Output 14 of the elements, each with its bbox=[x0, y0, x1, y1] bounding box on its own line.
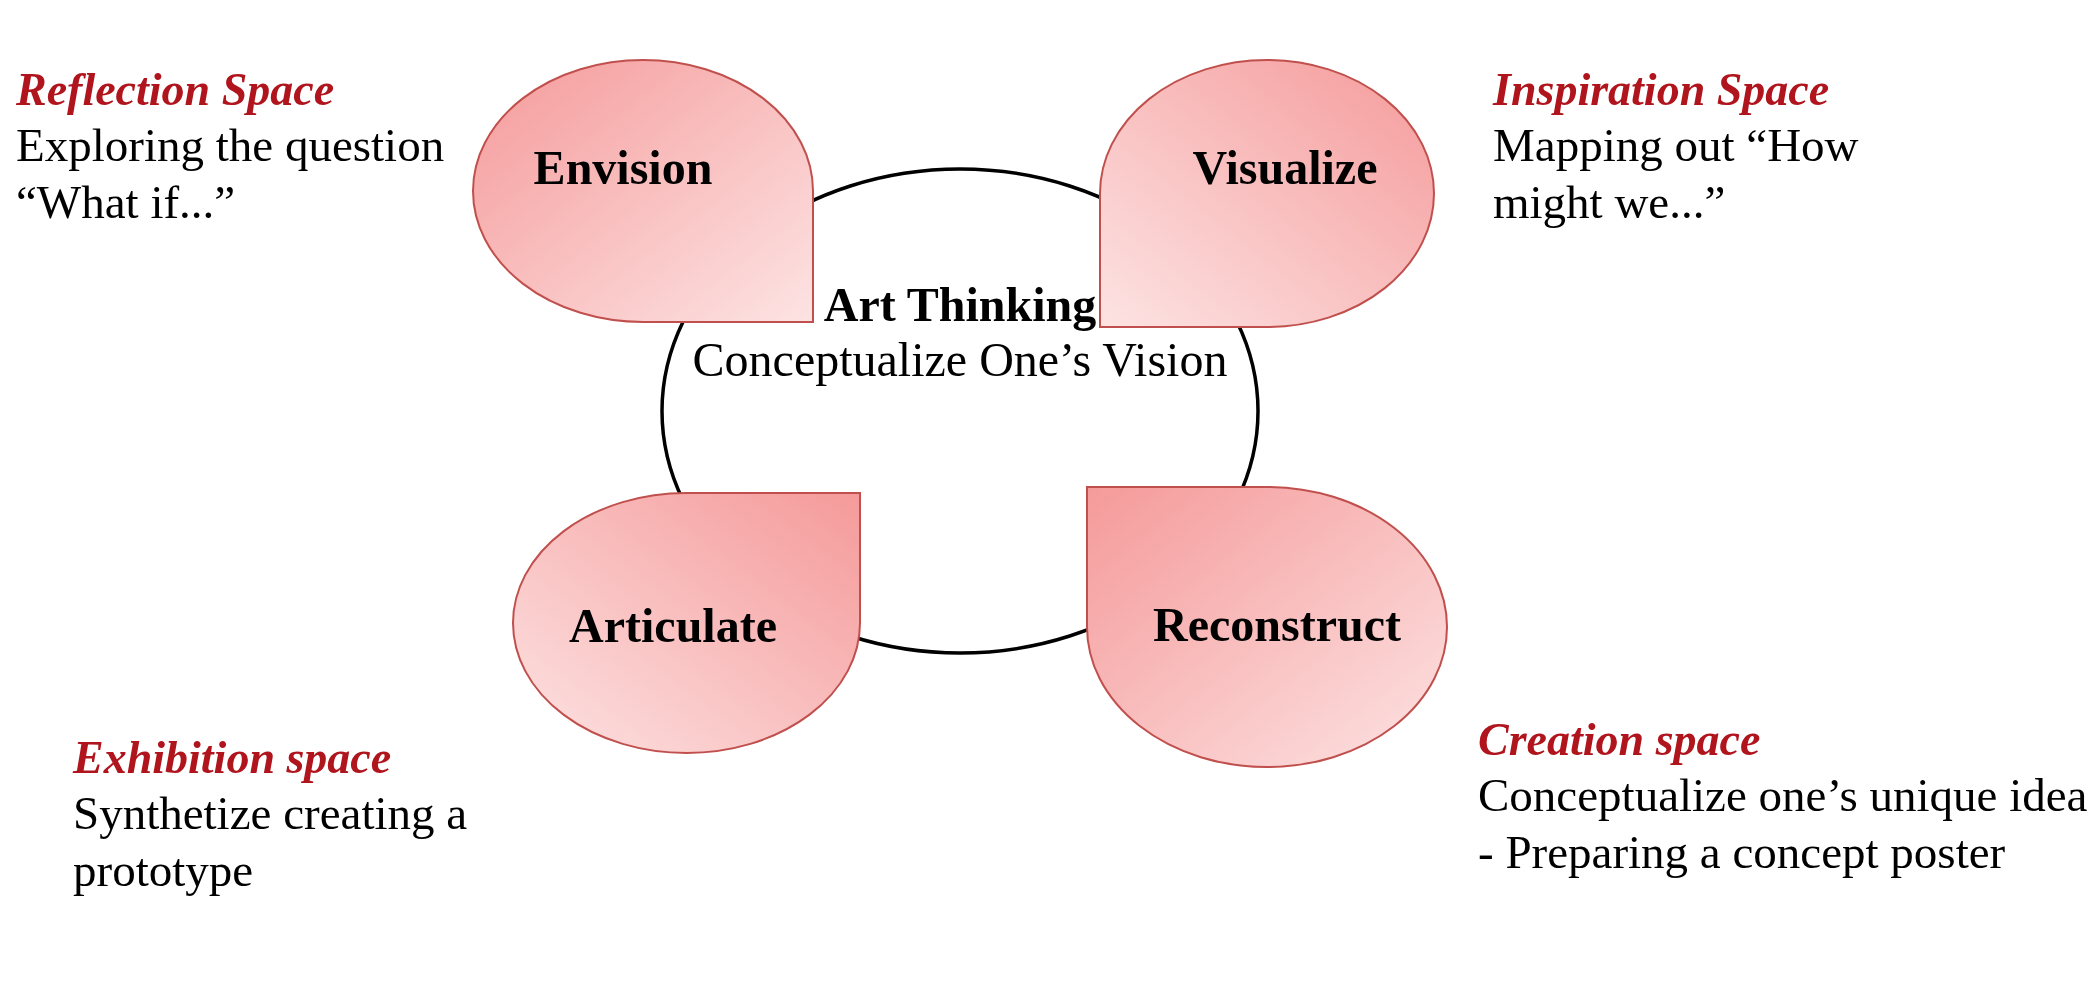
space-heading: Inspiration Space bbox=[1493, 63, 1831, 117]
stage-label: Envision bbox=[532, 140, 714, 196]
space-description: Synthetize creating a prototype bbox=[73, 786, 469, 898]
space-description: Mapping out “How might we...” bbox=[1493, 118, 1860, 230]
space-heading: Creation space bbox=[1478, 713, 1762, 767]
stage-label: Articulate bbox=[568, 598, 778, 654]
space-description: Conceptualize one’s unique idea - Preparing a concept poster bbox=[1478, 768, 2088, 880]
space-description: Exploring the question “What if...” bbox=[16, 118, 446, 230]
stage-label: Visualize bbox=[1191, 140, 1379, 196]
center-subtitle: Conceptualize One’s Vision bbox=[691, 332, 1229, 388]
center-title: Art Thinking bbox=[822, 277, 1098, 333]
space-heading: Reflection Space bbox=[16, 63, 336, 117]
stage-label: Reconstruct bbox=[1152, 597, 1402, 653]
space-heading: Exhibition space bbox=[73, 731, 393, 785]
